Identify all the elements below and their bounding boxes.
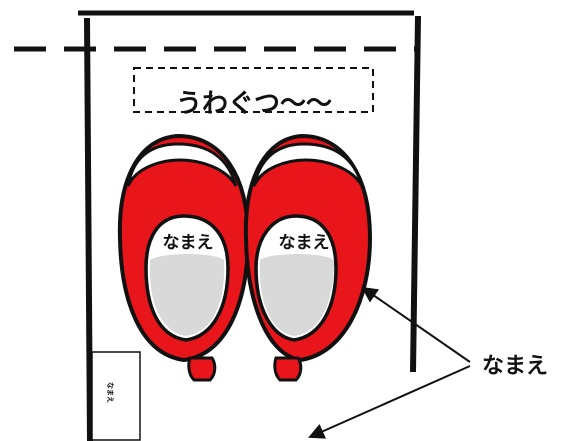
- left-shoe-heel-tab: [189, 358, 215, 380]
- callout-label: なまえ: [482, 354, 548, 379]
- right-shoe-name: なまえ: [279, 233, 330, 253]
- locker-label-text: うわぐつ〜〜: [176, 89, 332, 119]
- right-shoe-heel-tab: [275, 358, 301, 380]
- left-shoe: なまえ: [120, 136, 248, 380]
- side-name-tag: [92, 352, 140, 440]
- side-name-tag-text: なまえ: [106, 382, 115, 403]
- cubby-left-wall: [87, 18, 90, 441]
- left-shoe-name: なまえ: [163, 233, 214, 253]
- cubby-right-wall: [413, 16, 418, 372]
- right-shoe: なまえ: [246, 136, 370, 380]
- callout-arrow-to-side-tag: [310, 366, 470, 437]
